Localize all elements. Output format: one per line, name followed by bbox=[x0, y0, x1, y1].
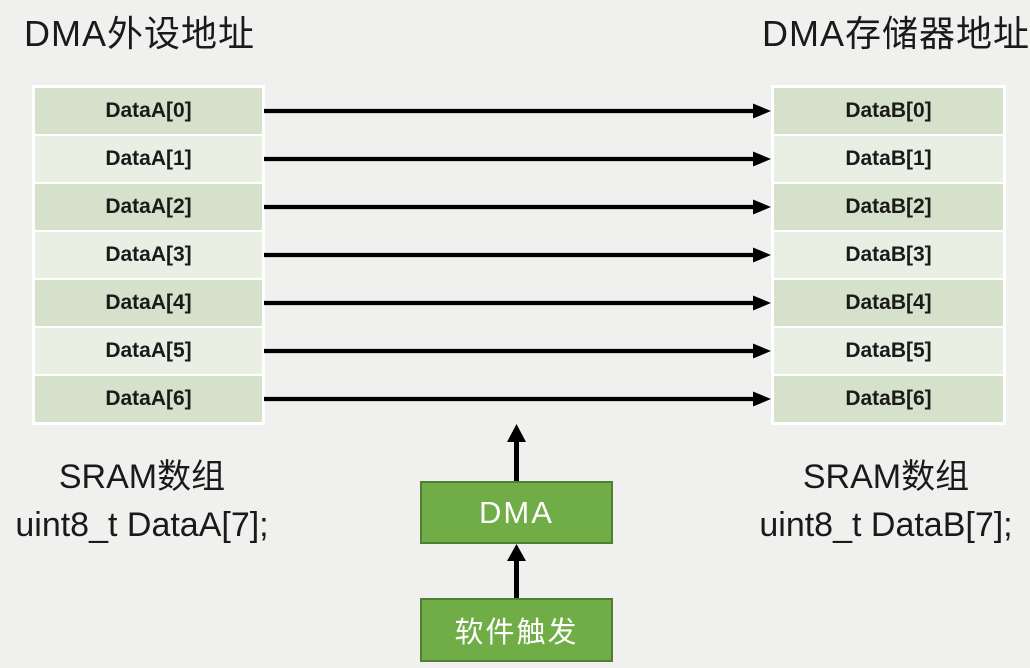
table-row: DataB[0] bbox=[774, 88, 1003, 134]
table-row: DataA[2] bbox=[35, 184, 262, 230]
trigger-up-arrow bbox=[507, 544, 526, 598]
left-sram-caption-line2: uint8_t DataA[7]; bbox=[15, 506, 269, 544]
transfer-arrow bbox=[264, 247, 771, 263]
transfer-arrow bbox=[264, 151, 771, 167]
right-sram-caption-line2: uint8_t DataB[7]; bbox=[759, 506, 1013, 544]
table-row: DataA[3] bbox=[35, 232, 262, 278]
table-row: DataB[5] bbox=[774, 328, 1003, 374]
left-sram-caption-line1: SRAM数组 bbox=[58, 458, 226, 496]
table-row: DataB[3] bbox=[774, 232, 1003, 278]
left-sram-caption: SRAM数组 uint8_t DataA[7]; bbox=[0, 453, 287, 549]
table-row: DataA[4] bbox=[35, 280, 262, 326]
peripheral-address-table: DataA[0]DataA[1]DataA[2]DataA[3]DataA[4]… bbox=[32, 85, 265, 425]
transfer-arrow bbox=[264, 295, 771, 311]
table-row: DataA[6] bbox=[35, 376, 262, 422]
table-row: DataA[5] bbox=[35, 328, 262, 374]
software-trigger-box-label: 软件触发 bbox=[454, 617, 579, 649]
right-sram-caption-line1: SRAM数组 bbox=[802, 458, 970, 496]
dma-box: DMA bbox=[420, 481, 613, 544]
memory-address-table: DataB[0]DataB[1]DataB[2]DataB[3]DataB[4]… bbox=[771, 85, 1006, 425]
memory-address-title: DMA存储器地址 bbox=[762, 13, 1030, 54]
table-row: DataB[6] bbox=[774, 376, 1003, 422]
table-row: DataB[4] bbox=[774, 280, 1003, 326]
transfer-arrow bbox=[264, 391, 771, 407]
peripheral-address-title: DMA外设地址 bbox=[24, 13, 255, 54]
software-trigger-box: 软件触发 bbox=[420, 598, 613, 662]
transfer-arrow bbox=[264, 199, 771, 215]
dma-box-label: DMA bbox=[479, 494, 554, 530]
transfer-arrow bbox=[264, 103, 771, 119]
table-row: DataB[1] bbox=[774, 136, 1003, 182]
table-row: DataA[0] bbox=[35, 88, 262, 134]
right-sram-caption: SRAM数组 uint8_t DataB[7]; bbox=[741, 453, 1030, 549]
table-row: DataB[2] bbox=[774, 184, 1003, 230]
transfer-arrow bbox=[264, 343, 771, 359]
table-row: DataA[1] bbox=[35, 136, 262, 182]
dma-up-arrow bbox=[507, 424, 526, 481]
